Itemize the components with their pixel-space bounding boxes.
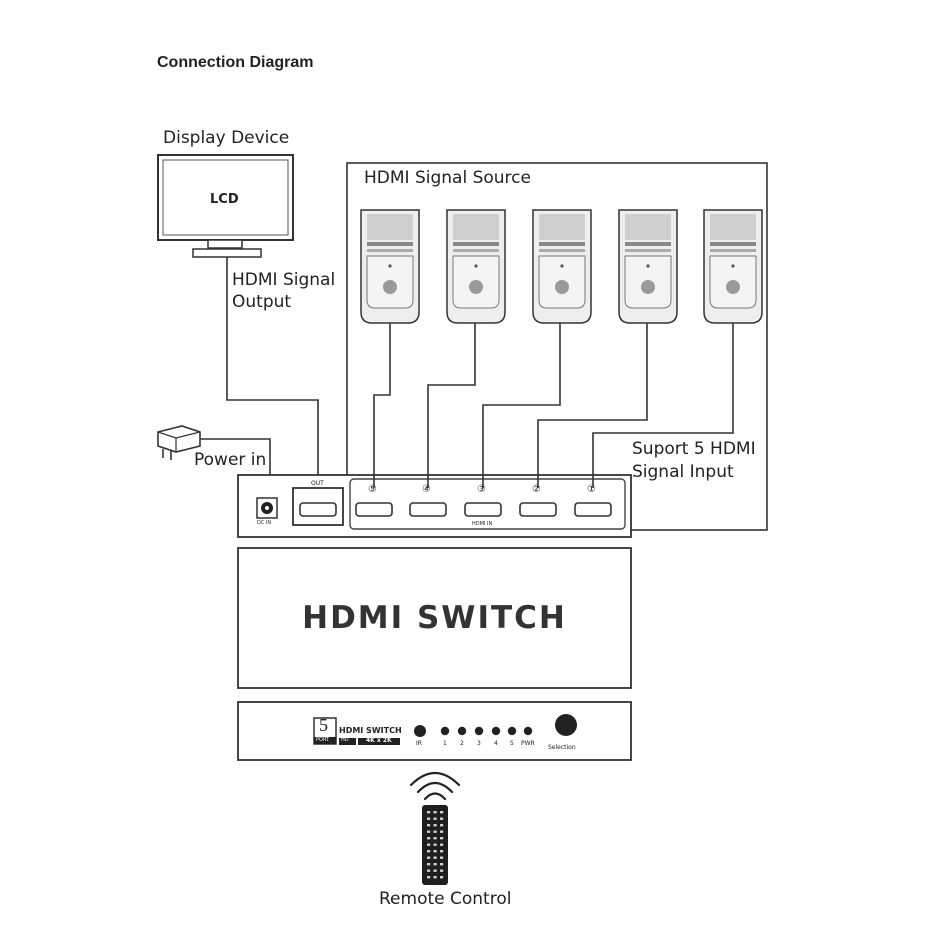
computer-4-icon: [618, 209, 678, 324]
source-label: HDMI Signal Source: [364, 168, 531, 188]
led-pwr-icon: [523, 726, 533, 736]
resolution-badge-icon: [358, 738, 400, 745]
hdmi-in-port-number: ②: [532, 484, 541, 495]
page-title: Connection Diagram: [157, 54, 314, 71]
hdmi-input-cable-2: [537, 323, 648, 488]
out-label: OUT: [311, 480, 324, 487]
lcd-screen-label: LCD: [210, 192, 239, 207]
ir-sensor-icon: [414, 725, 426, 737]
power-adapter-icon: [157, 425, 201, 460]
switch-name: HDMI SWITCH: [302, 600, 567, 636]
ir-label: IR: [416, 740, 422, 747]
computer-3-icon: [532, 209, 592, 324]
brand-name: HDMI SWITCH: [339, 726, 402, 735]
remote-control-icon: [422, 805, 448, 885]
led-label: 1: [443, 740, 447, 747]
power-cable: [200, 438, 271, 475]
hdmi-input-cable-1: [592, 323, 734, 488]
hdmi-in-label: HDMI IN: [472, 521, 493, 527]
input-note-line2: Signal Input: [632, 462, 734, 482]
brand-resolution: 4K x 2K: [366, 737, 392, 744]
output-label-line2: Output: [232, 292, 292, 312]
hdmi-out-port-icon: [292, 487, 344, 526]
hdmi-in-port-4-icon: [409, 502, 447, 517]
led-2-icon: [457, 726, 467, 736]
hdmi-in-port-number: ①: [587, 484, 596, 495]
led-3-icon: [474, 726, 484, 736]
led-4-icon: [491, 726, 501, 736]
input-note-line1: Suport 5 HDMI: [632, 439, 756, 459]
led-5-icon: [507, 726, 517, 736]
remote-label: Remote Control: [379, 889, 512, 909]
dc-in-jack-icon: [256, 497, 278, 519]
led-label: 2: [460, 740, 464, 747]
lcd-monitor-icon: [157, 154, 294, 258]
hdmi-in-port-number: ⑤: [368, 484, 377, 495]
hdmi-in-port-5-icon: [355, 502, 393, 517]
led-label: 3: [477, 740, 481, 747]
led-1-icon: [440, 726, 450, 736]
led-label: PWR: [521, 740, 535, 747]
computer-5-icon: [703, 209, 763, 324]
hdmi-input-cable-5: [373, 323, 391, 488]
hdmi-in-port-1-icon: [574, 502, 612, 517]
hdmi-in-group: [349, 478, 626, 530]
computer-1-icon: [360, 209, 420, 324]
output-label-line1: HDMI Signal: [232, 270, 336, 290]
hdmi-input-cable-3: [482, 323, 561, 488]
led-label: 5: [510, 740, 514, 747]
dc-in-label: DC IN: [257, 520, 272, 526]
badge-number: 5: [319, 715, 328, 735]
display-device-label: Display Device: [163, 128, 290, 148]
selection-button[interactable]: [555, 714, 577, 736]
led-label: 4: [494, 740, 498, 747]
wireless-signal-icon: [409, 771, 461, 801]
switch-body: [237, 547, 632, 689]
hd-logo-icon: [339, 738, 356, 745]
badge-port: PORT: [316, 737, 330, 743]
power-in-label: Power in: [194, 450, 267, 470]
port-badge-icon: [313, 717, 337, 745]
computer-2-icon: [446, 209, 506, 324]
hdmi-output-cable: [226, 257, 319, 488]
hdmi-in-port-3-icon: [464, 502, 502, 517]
brand-hd: HD: [341, 737, 349, 743]
selection-label: Selection: [548, 744, 576, 751]
hdmi-in-port-number: ④: [422, 484, 431, 495]
hdmi-in-port-2-icon: [519, 502, 557, 517]
hdmi-in-port-number: ③: [477, 484, 486, 495]
hdmi-input-cable-4: [427, 323, 476, 488]
